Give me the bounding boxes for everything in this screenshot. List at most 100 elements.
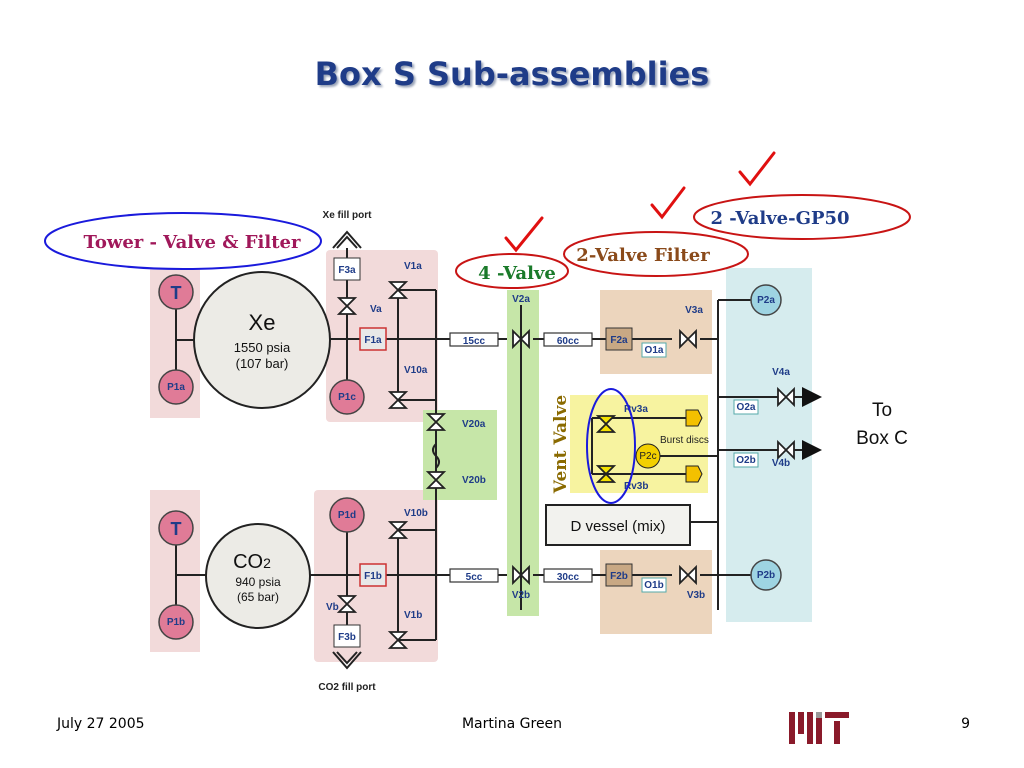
d-vessel (545, 504, 691, 546)
callout-gp50-oval (693, 194, 911, 240)
svg-text:4 -Valve: 4 -Valve (478, 263, 556, 284)
filter-f1b (359, 563, 387, 587)
svg-text:Burst discs: Burst discs (660, 435, 709, 446)
callout-2-valve-filter-oval (563, 231, 749, 277)
filter-f3a (333, 257, 361, 281)
valve-v20b (425, 471, 447, 489)
svg-text:P1a: P1a (167, 382, 185, 393)
svg-text:D vessel (mix): D vessel (mix) (570, 518, 665, 535)
svg-text:P1c: P1c (338, 392, 356, 403)
svg-text:Tower - Valve & Filter: Tower - Valve & Filter (84, 232, 302, 253)
gauge-p1d (329, 497, 365, 533)
footer-page-number: 9 (961, 716, 970, 732)
svg-text:O1a: O1a (645, 345, 664, 356)
gauge-p2c (635, 443, 661, 469)
svg-text:P2c: P2c (639, 451, 656, 462)
svg-text:CO2 fill port: CO2 fill port (318, 682, 376, 693)
svg-text:O2b: O2b (736, 455, 755, 466)
co2-tank-bar: (65 bar) (237, 590, 279, 604)
svg-text:P2a: P2a (757, 295, 775, 306)
gauge-p2b (750, 559, 782, 591)
gauge-t-top (158, 274, 194, 310)
svg-text:2 -Valve-GP50: 2 -Valve-GP50 (710, 208, 849, 229)
valve-v2b (512, 564, 530, 586)
callout-tower-oval (44, 212, 322, 270)
svg-text:2-Valve Filter: 2-Valve Filter (576, 245, 710, 266)
svg-text:P1d: P1d (338, 510, 356, 521)
xe-tank-pressure: 1550 psia (234, 340, 291, 355)
svg-text:T: T (171, 283, 182, 303)
svg-text:Rv3a: Rv3a (624, 404, 648, 415)
valve-v10a (387, 391, 409, 409)
co2-tank-name: CO2 (233, 551, 271, 573)
svg-text:Rv3b: Rv3b (624, 481, 648, 492)
xe-tank (193, 271, 331, 409)
check-mark-icon (738, 151, 776, 187)
mit-logo (789, 712, 849, 744)
svg-text:30cc: 30cc (557, 572, 580, 583)
orifice-o2a (733, 399, 759, 415)
xe-fill-port-icon (332, 230, 362, 249)
burst-disc-lower (685, 465, 703, 483)
svg-text:V3b: V3b (687, 590, 705, 601)
svg-text:V20b: V20b (462, 475, 486, 486)
co2-tank-pressure: 940 psia (235, 575, 281, 589)
valve-v1b (387, 631, 409, 649)
filter-f2a (605, 327, 633, 351)
svg-text:V20a: V20a (462, 419, 486, 430)
svg-text:V4a: V4a (772, 367, 790, 378)
svg-text:F3a: F3a (338, 265, 356, 276)
gauge-p1b (158, 604, 194, 640)
svg-text:P2b: P2b (757, 570, 775, 581)
svg-text:F1b: F1b (364, 571, 382, 582)
gauge-p2a (750, 284, 782, 316)
volume-60cc (543, 332, 593, 347)
svg-text:V2b: V2b (512, 590, 530, 601)
svg-text:O2a: O2a (737, 402, 756, 413)
volume-30cc (543, 568, 593, 583)
svg-text:V1b: V1b (404, 610, 422, 621)
svg-text:V2a: V2a (512, 294, 530, 305)
footer-date: July 27 2005 (57, 716, 145, 732)
svg-text:V10a: V10a (404, 365, 428, 376)
filter-f1a (359, 327, 387, 351)
xe-tank-bar: (107 bar) (236, 356, 289, 371)
svg-text:5cc: 5cc (466, 572, 483, 583)
callout-vent-oval (586, 388, 636, 504)
svg-text:F1a: F1a (364, 335, 382, 346)
gauge-t-bottom (158, 510, 194, 546)
svg-text:F2a: F2a (610, 335, 628, 346)
svg-text:Box C: Box C (856, 428, 908, 449)
gauge-p1a (158, 369, 194, 405)
valve-v1a (387, 281, 409, 299)
check-mark-icon (504, 216, 544, 253)
slide-title: Box S Sub-assemblies (314, 55, 710, 93)
svg-text:Vb: Vb (326, 602, 339, 613)
svg-text:To: To (872, 400, 892, 421)
svg-text:P1b: P1b (167, 617, 185, 628)
gauge-p1c (329, 379, 365, 415)
filter-f3b (333, 624, 361, 648)
svg-text:V1a: V1a (404, 261, 422, 272)
check-mark-icon (650, 186, 686, 220)
valve-v2a (512, 328, 530, 350)
burst-disc-upper (685, 409, 703, 427)
orifice-o1a (641, 342, 667, 358)
svg-text:V4b: V4b (772, 458, 790, 469)
co2-fill-port-icon (332, 651, 362, 670)
valve-v3b (679, 564, 697, 586)
valve-va (336, 297, 358, 315)
svg-text:V10b: V10b (404, 508, 428, 519)
orifice-o1b (641, 577, 667, 593)
svg-text:O1b: O1b (644, 580, 663, 591)
valve-vb (336, 595, 358, 613)
vent-valve-label: Vent Valve (551, 395, 571, 495)
filter-f2b (605, 563, 633, 587)
valve-v3a (679, 328, 697, 350)
orifice-o2b (733, 452, 759, 468)
svg-text:15cc: 15cc (463, 336, 486, 347)
co2-tank (205, 523, 311, 629)
footer-author: Martina Green (461, 716, 563, 732)
xe-tank-name: Xe (249, 310, 276, 335)
vent-valve-rv3b (595, 465, 617, 483)
